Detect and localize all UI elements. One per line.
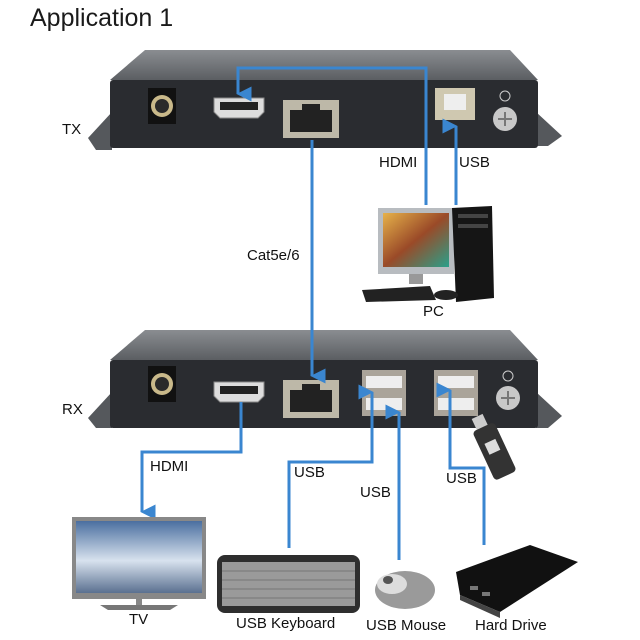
keyboard-label: USB Keyboard — [236, 615, 336, 632]
tx-device — [88, 50, 562, 150]
rx-drive-usb-label: USB — [446, 470, 477, 487]
rx-top — [110, 330, 538, 360]
usb-a-dual-port-icon — [434, 370, 478, 416]
usb-b-port-icon — [435, 88, 475, 120]
power-jack-icon — [148, 88, 176, 124]
rx-keyboard-usb-label: USB — [294, 464, 325, 481]
mouse-icon — [375, 571, 435, 609]
tv-icon — [72, 517, 206, 610]
hard-drive-icon — [456, 545, 578, 618]
rj45-port-icon — [283, 380, 339, 418]
tx-left-flange — [88, 112, 112, 150]
rx-drive-usb-line — [436, 382, 486, 545]
tv-label: TV — [129, 611, 149, 628]
connection-lines — [140, 66, 486, 560]
rx-keyboard-usb-line — [287, 384, 374, 548]
rx-right-flange — [536, 392, 562, 428]
rx-mouse-usb-label: USB — [360, 484, 391, 501]
hdmi-port-icon — [213, 97, 265, 119]
usb-a-dual-port-icon — [362, 370, 406, 416]
rj45-port-icon — [283, 100, 339, 138]
rx-hdmi-line — [140, 402, 243, 520]
diagram-title: Application 1 — [30, 4, 174, 32]
tx-hdmi-label: HDMI — [379, 154, 418, 171]
rx-hdmi-label: HDMI — [150, 458, 189, 475]
tx-hdmi-line — [236, 66, 428, 205]
tx-label: TX — [62, 121, 82, 138]
power-jack-icon — [148, 366, 176, 402]
tx-right-flange — [536, 112, 562, 146]
keyboard-icon — [217, 555, 360, 613]
mouse-label: USB Mouse — [366, 617, 447, 634]
hdmi-port-icon — [213, 381, 265, 403]
tx-top — [110, 50, 538, 80]
hard-drive-label: Hard Drive — [475, 617, 547, 634]
rx-left-flange — [88, 392, 112, 428]
pc-icon — [362, 206, 494, 302]
usb-flash-drive-icon — [471, 413, 516, 480]
ground-screw-icon — [493, 90, 517, 131]
pc-label: PC — [423, 303, 444, 320]
rx-device — [88, 330, 562, 428]
ground-screw-icon — [496, 370, 520, 410]
tx-usb-label: USB — [459, 154, 490, 171]
rx-label: RX — [62, 401, 83, 418]
cat-cable-label: Cat5e/6 — [247, 247, 300, 264]
